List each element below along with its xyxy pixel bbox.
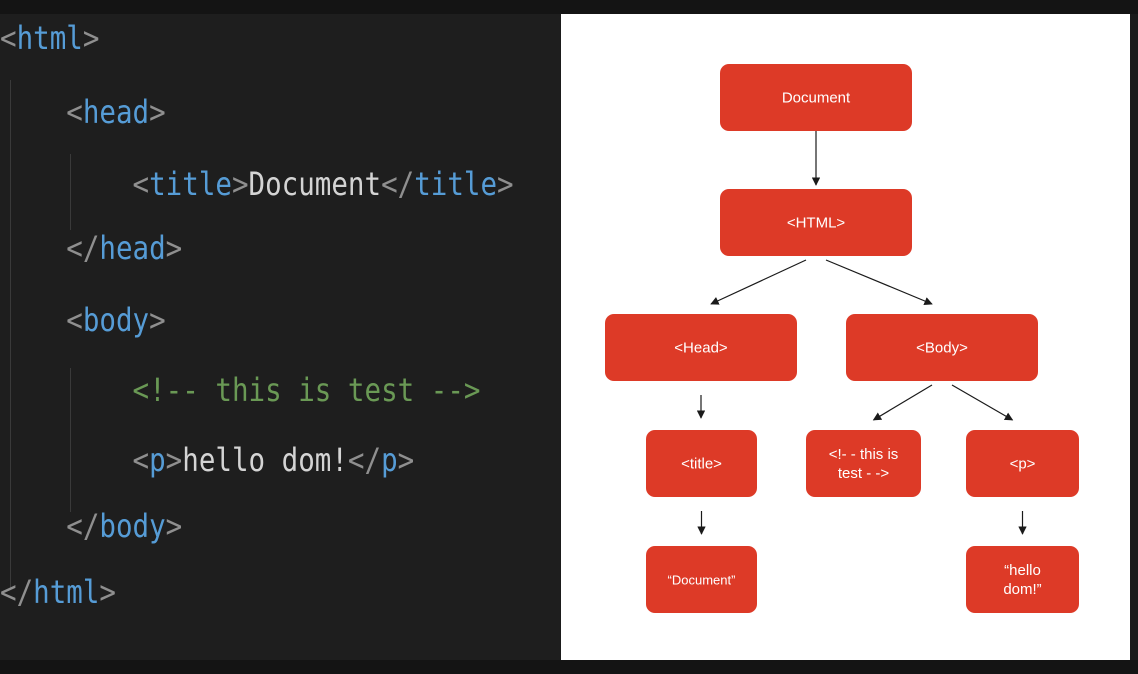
code-line: <head> xyxy=(0,92,166,132)
node-label: “Document” xyxy=(668,573,736,588)
nodes-layer: Document <HTML> <Head> <Body> <title> <!- - t… xyxy=(605,64,1079,613)
code-token-punct: < xyxy=(66,93,83,131)
node-label: “hello xyxy=(1004,562,1041,579)
code-token-text xyxy=(0,301,66,339)
node-label: <Head> xyxy=(674,340,728,357)
node-comment: <!- - this is test - -> xyxy=(806,430,921,497)
code-token-punct: > xyxy=(149,93,166,131)
node-label: test - -> xyxy=(838,465,890,482)
code-token-punct: < xyxy=(132,165,150,203)
node-title: <title> xyxy=(646,430,757,497)
code-token-tag: head xyxy=(82,93,150,131)
code-token-tag: p xyxy=(381,441,398,479)
node-box xyxy=(720,189,912,256)
code-token-punct: < xyxy=(132,441,150,479)
node-box xyxy=(720,64,912,131)
node-label: Document xyxy=(782,90,851,107)
node-label: dom!” xyxy=(1003,581,1041,598)
code-editor[interactable]: <html> <head> <title>Document</title> </… xyxy=(0,14,560,660)
code-token-punct: > xyxy=(397,441,415,479)
bottom-strip xyxy=(0,660,1138,674)
code-token-text: hello dom! xyxy=(182,441,348,479)
node-html: <HTML> xyxy=(720,189,912,256)
node-box xyxy=(646,546,757,613)
code-token-punct: > xyxy=(82,19,100,57)
code-token-punct: </ xyxy=(347,441,382,479)
code-token-punct: > xyxy=(231,165,249,203)
code-line: <p>hello dom!</p> xyxy=(0,440,415,480)
right-edge xyxy=(1130,14,1138,660)
node-box xyxy=(846,314,1038,381)
code-token-text xyxy=(0,371,133,409)
code-token-punct: </ xyxy=(381,165,415,203)
code-token-tag: title xyxy=(149,165,232,203)
code-token-text xyxy=(0,93,66,131)
node-box xyxy=(646,430,757,497)
node-document: Document xyxy=(720,64,912,131)
code-token-text xyxy=(0,507,66,545)
edge-html-to-body xyxy=(825,259,933,305)
code-token-tag: body xyxy=(82,301,150,339)
node-box xyxy=(806,430,921,497)
code-line: </html> xyxy=(0,572,116,612)
node-label: <!- - this is xyxy=(829,446,899,463)
node-label: <Body> xyxy=(916,340,968,357)
indent-guide xyxy=(10,80,11,588)
node-box xyxy=(605,314,797,381)
code-token-punct: > xyxy=(99,573,116,611)
top-strip xyxy=(0,0,1138,14)
node-label: <title> xyxy=(681,456,722,473)
edge-html-to-head xyxy=(710,259,807,305)
node-label: <p> xyxy=(1010,456,1036,473)
code-line: <!-- this is test --> xyxy=(0,370,481,410)
code-token-tag: p xyxy=(149,441,166,479)
code-token-tag: html xyxy=(16,19,83,57)
node-p: <p> xyxy=(966,430,1079,497)
node-body: <Body> xyxy=(846,314,1038,381)
indent-guide xyxy=(70,368,71,512)
code-token-tag: html xyxy=(33,573,100,611)
edges-layer xyxy=(696,131,1027,535)
code-token-punct: > xyxy=(165,441,183,479)
node-label: <HTML> xyxy=(787,215,846,232)
code-token-text xyxy=(0,441,133,479)
code-token-punct: </ xyxy=(66,229,100,267)
code-token-punct: > xyxy=(497,165,514,203)
edge-body-to-p xyxy=(951,384,1014,421)
code-token-punct: </ xyxy=(66,507,100,545)
code-line: <html> xyxy=(0,18,99,58)
dom-tree-svg: Document <HTML> <Head> <Body> <title> <!- - t… xyxy=(605,64,1079,613)
code-token-tag: body xyxy=(99,507,166,545)
code-token-punct: > xyxy=(165,507,183,545)
code-line: <title>Document</title> xyxy=(0,164,514,204)
code-token-punct: > xyxy=(149,301,166,339)
node-p-text: “hello dom!” xyxy=(966,546,1079,613)
code-token-punct: < xyxy=(0,19,17,57)
code-token-text xyxy=(0,229,66,267)
node-box xyxy=(966,430,1079,497)
node-title-text: “Document” xyxy=(646,546,757,613)
code-token-tag: title xyxy=(414,165,498,203)
node-box xyxy=(966,546,1079,613)
code-token-punct: </ xyxy=(0,573,34,611)
node-head: <Head> xyxy=(605,314,797,381)
code-token-punct: > xyxy=(165,229,183,267)
code-token-punct: < xyxy=(66,301,83,339)
code-token-text xyxy=(0,165,133,203)
code-line: </head> xyxy=(0,228,182,268)
dom-tree-diagram: Document <HTML> <Head> <Body> <title> <!- - t… xyxy=(561,14,1130,661)
indent-guide xyxy=(70,154,71,230)
code-line: </body> xyxy=(0,506,182,546)
edge-body-to-comment xyxy=(872,384,933,421)
code-token-text: Document xyxy=(248,165,382,203)
code-token-comment: <!-- this is test --> xyxy=(132,371,481,409)
code-line: <body> xyxy=(0,300,166,340)
code-token-tag: head xyxy=(99,229,166,267)
